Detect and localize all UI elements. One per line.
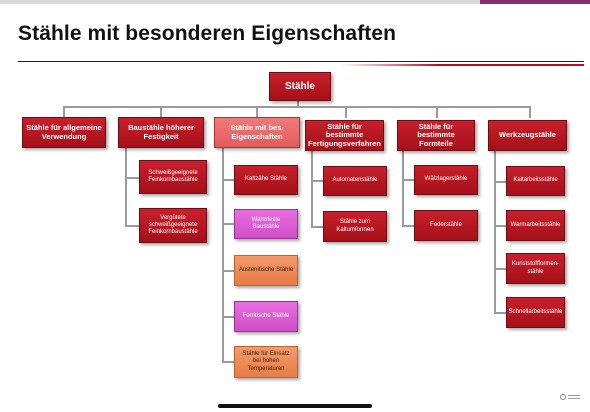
child-label: Warmarbeitsstähle: [510, 221, 561, 228]
category-label: Werkzeugstähle: [499, 130, 556, 140]
child-label: Kaltzähe Stähle: [244, 176, 288, 183]
category-label: Stähle für allgemeine Verwendung: [26, 122, 102, 141]
child-label: Ferritische Stähle: [242, 312, 290, 319]
child-node-heat-resistant: Warmfeste Baustähle: [234, 209, 298, 239]
category-node-special-properties: Stähle mit bes. Eigenschaften: [214, 117, 300, 148]
category-label: Stähle mit bes. Eigenschaften: [230, 122, 284, 141]
child-node-bearing-steels: Wälzlagerstähle: [414, 165, 478, 195]
child-label: Kunststoffformen-stähle: [511, 261, 560, 275]
child-label: Kaltarbeitsstähle: [513, 177, 558, 184]
child-node-high-speed: Schnellarbeitsstähle: [506, 297, 565, 328]
logo-lines-icon: [568, 395, 580, 399]
child-node-cold-tough: Kaltzähe Stähle: [234, 165, 298, 195]
child-label: Austenitische Stähle: [238, 266, 294, 273]
root-node: Stähle: [269, 72, 331, 101]
child-label: Stähle für Einsatz bei hohen Temperature…: [242, 351, 290, 372]
child-node-plastic-mould: Kunststoffformen-stähle: [506, 253, 565, 284]
child-label: Wälzlagerstähle: [424, 176, 468, 183]
child-label: Schnellarbeitsstähle: [508, 308, 563, 315]
child-label: Federstähle: [430, 221, 462, 228]
category-label: Stähle für bestimmte Fertigungsverfahren: [308, 121, 381, 148]
logo-circle-icon: [560, 394, 566, 400]
child-node-spring-steels: Federstähle: [414, 210, 478, 241]
top-border: [0, 0, 590, 4]
child-node-high-temperature: Stähle für Einsatz bei hohen Temperature…: [234, 346, 298, 378]
root-node-label: Stähle: [284, 81, 315, 92]
category-node-high-strength: Baustähle höherer Festigkeit: [118, 117, 204, 148]
category-node-general-use: Stähle für allgemeine Verwendung: [22, 117, 106, 148]
child-node-cold-work: Kaltarbeitsstähle: [506, 166, 565, 196]
child-label: Stähle zum Kaltumformen: [336, 219, 374, 233]
category-label: Stähle für bestimmte Formteile: [417, 121, 455, 148]
child-node-quenched-fine-grain: Vergütete schweißgeeignete Feinkornbaust…: [139, 208, 207, 243]
child-label: Vergütete schweißgeeignete Feinkornbaust…: [148, 214, 198, 236]
top-border-accent: [480, 0, 590, 4]
category-node-formed-parts: Stähle für bestimmte Formteile: [397, 120, 475, 151]
category-node-tool-steels: Werkzeugstähle: [488, 120, 567, 151]
presenter-logo: [560, 392, 582, 402]
child-label: Warmfeste Baustähle: [251, 216, 281, 230]
child-node-cold-forming: Stähle zum Kaltumformen: [323, 211, 387, 242]
child-label: Automatenstähle: [332, 177, 378, 184]
home-indicator[interactable]: [218, 404, 372, 408]
slide-title: Stähle mit besonderen Eigenschaften: [18, 22, 397, 45]
child-node-austenitic: Austenitische Stähle: [234, 255, 298, 286]
child-node-hot-work: Warmarbeitsstähle: [506, 210, 565, 241]
category-node-manufacturing: Stähle für bestimmte Fertigungsverfahren: [305, 120, 384, 151]
child-node-free-cutting: Automatenstähle: [323, 166, 387, 196]
title-accent-line: [340, 64, 584, 66]
child-label: Schweißgeeignete Feinkornbaustähle: [148, 169, 198, 183]
child-node-weldable-fine-grain: Schweißgeeignete Feinkornbaustähle: [139, 160, 207, 194]
title-underline: [18, 61, 584, 62]
child-node-ferritic: Ferritische Stähle: [234, 301, 298, 332]
category-label: Baustähle höherer Festigkeit: [128, 122, 194, 141]
